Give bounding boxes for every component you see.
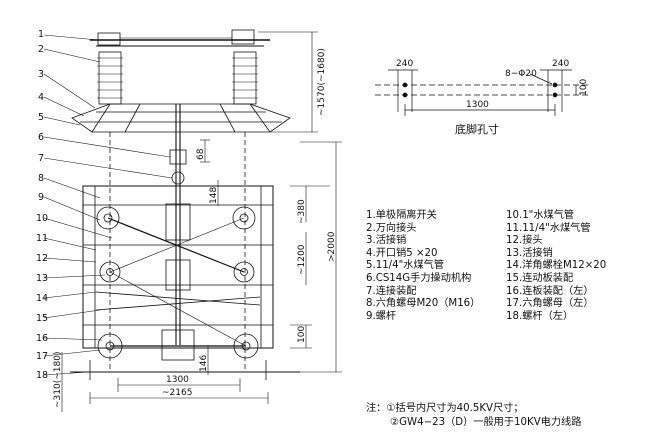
base-plan-caption: 底脚孔寸: [455, 122, 499, 136]
leader-lines: [43, 34, 173, 376]
part-number-16: 16: [36, 333, 48, 344]
front-elevation: [43, 29, 342, 412]
part-number-2: 2: [38, 44, 44, 55]
legend-item: 9.螺杆: [366, 310, 397, 322]
dim-310: ~310(~180): [53, 352, 63, 408]
dim-100: 100: [297, 326, 307, 343]
legend-item: 5.11/4"水煤气管: [366, 260, 445, 272]
dim-380: ~380: [297, 199, 307, 224]
legend-column-left: 1.单极隔离开关 2.万向接头 3.活接销 4.开口销5 ×20 5.11/4"…: [366, 210, 504, 323]
legend-column-right: 10.1"水煤气管 11.11/4"水煤气管 12.接头 13.活接销 14.洋…: [506, 210, 646, 323]
legend-item: 13.活接销: [506, 247, 553, 259]
legend-item: 7.连接装配: [366, 285, 417, 297]
dim-1300: 1300: [166, 375, 189, 385]
part-numbers: 1 2 3 4 5 6 7 8 9 10 11 12 13 14 15 16 1…: [36, 29, 48, 381]
dimension-labels: ~1570(~1680) 68 148 ~380 ~1200 >2000 100…: [53, 48, 337, 408]
part-number-3: 3: [38, 69, 44, 80]
dim-68: 68: [196, 148, 206, 160]
part-number-4: 4: [38, 92, 44, 103]
dimension-lines: [61, 31, 342, 412]
part-number-11: 11: [36, 233, 48, 244]
base-dim-1300: 1300: [466, 100, 489, 110]
dim-2000: >2000: [327, 231, 337, 262]
legend-item: 8.六角螺母M20（M16）: [366, 298, 481, 310]
part-number-10: 10: [36, 213, 48, 224]
legend-item: 16.连板装配（左）: [506, 285, 594, 297]
legend-item: 2.万向接头: [366, 222, 417, 234]
part-number-8: 8: [38, 173, 44, 184]
base-dim-right: 240: [552, 59, 569, 69]
part-number-7: 7: [38, 153, 44, 164]
part-number-5: 5: [38, 112, 44, 123]
notes: 注：①括号内尺寸为40.5KV尺寸； ②GW4−23（D）一般用于10KV电力线…: [366, 402, 581, 430]
base-plan-labels: 240 240 8−Φ20 100 1300 底脚孔寸: [396, 59, 589, 136]
base-dim-100: 100: [579, 79, 589, 96]
part-number-15: 15: [36, 313, 48, 324]
legend-item: 1.单极隔离开关: [366, 210, 437, 221]
legend-item: 14.洋角螺栓M12×20: [506, 260, 607, 272]
part-number-9: 9: [38, 192, 44, 203]
base-dim-left: 240: [396, 59, 413, 69]
legend-item: 17.六角螺母（左）: [506, 298, 594, 310]
note-line-1: 注：①括号内尺寸为40.5KV尺寸；: [366, 403, 524, 414]
dim-146: 146: [199, 355, 209, 372]
legend-item: 10.1"水煤气管: [506, 210, 575, 221]
base-holes: 8−Φ20: [505, 69, 537, 79]
part-number-18: 18: [36, 370, 48, 381]
legend-item: 11.11/4"水煤气管: [506, 222, 591, 234]
legend-item: 3.活接销: [366, 235, 407, 247]
dim-2165: ~2165: [162, 388, 192, 398]
part-number-17: 17: [36, 351, 48, 362]
legend-item: 15.连动板装配: [506, 272, 574, 284]
part-number-12: 12: [36, 253, 48, 264]
dim-1200: ~1200: [297, 244, 307, 275]
parts-legend: 1.单极隔离开关 2.万向接头 3.活接销 4.开口销5 ×20 5.11/4"…: [366, 210, 646, 350]
legend-item: 4.开口销5 ×20: [366, 247, 438, 259]
part-number-14: 14: [36, 293, 48, 304]
note-line-2: ②GW4−23（D）一般用于10KV电力线路: [390, 417, 582, 428]
legend-item: 18.螺杆（左）: [506, 310, 574, 322]
part-number-13: 13: [36, 273, 48, 284]
dim-1570: ~1570(~1680): [317, 48, 327, 116]
legend-item: 6.CS14G手力操动机构: [366, 272, 472, 284]
legend-item: 12.接头: [506, 235, 543, 247]
part-number-6: 6: [38, 132, 44, 143]
part-number-1: 1: [38, 29, 44, 40]
base-plan: [375, 69, 590, 116]
dim-148: 148: [209, 187, 219, 204]
